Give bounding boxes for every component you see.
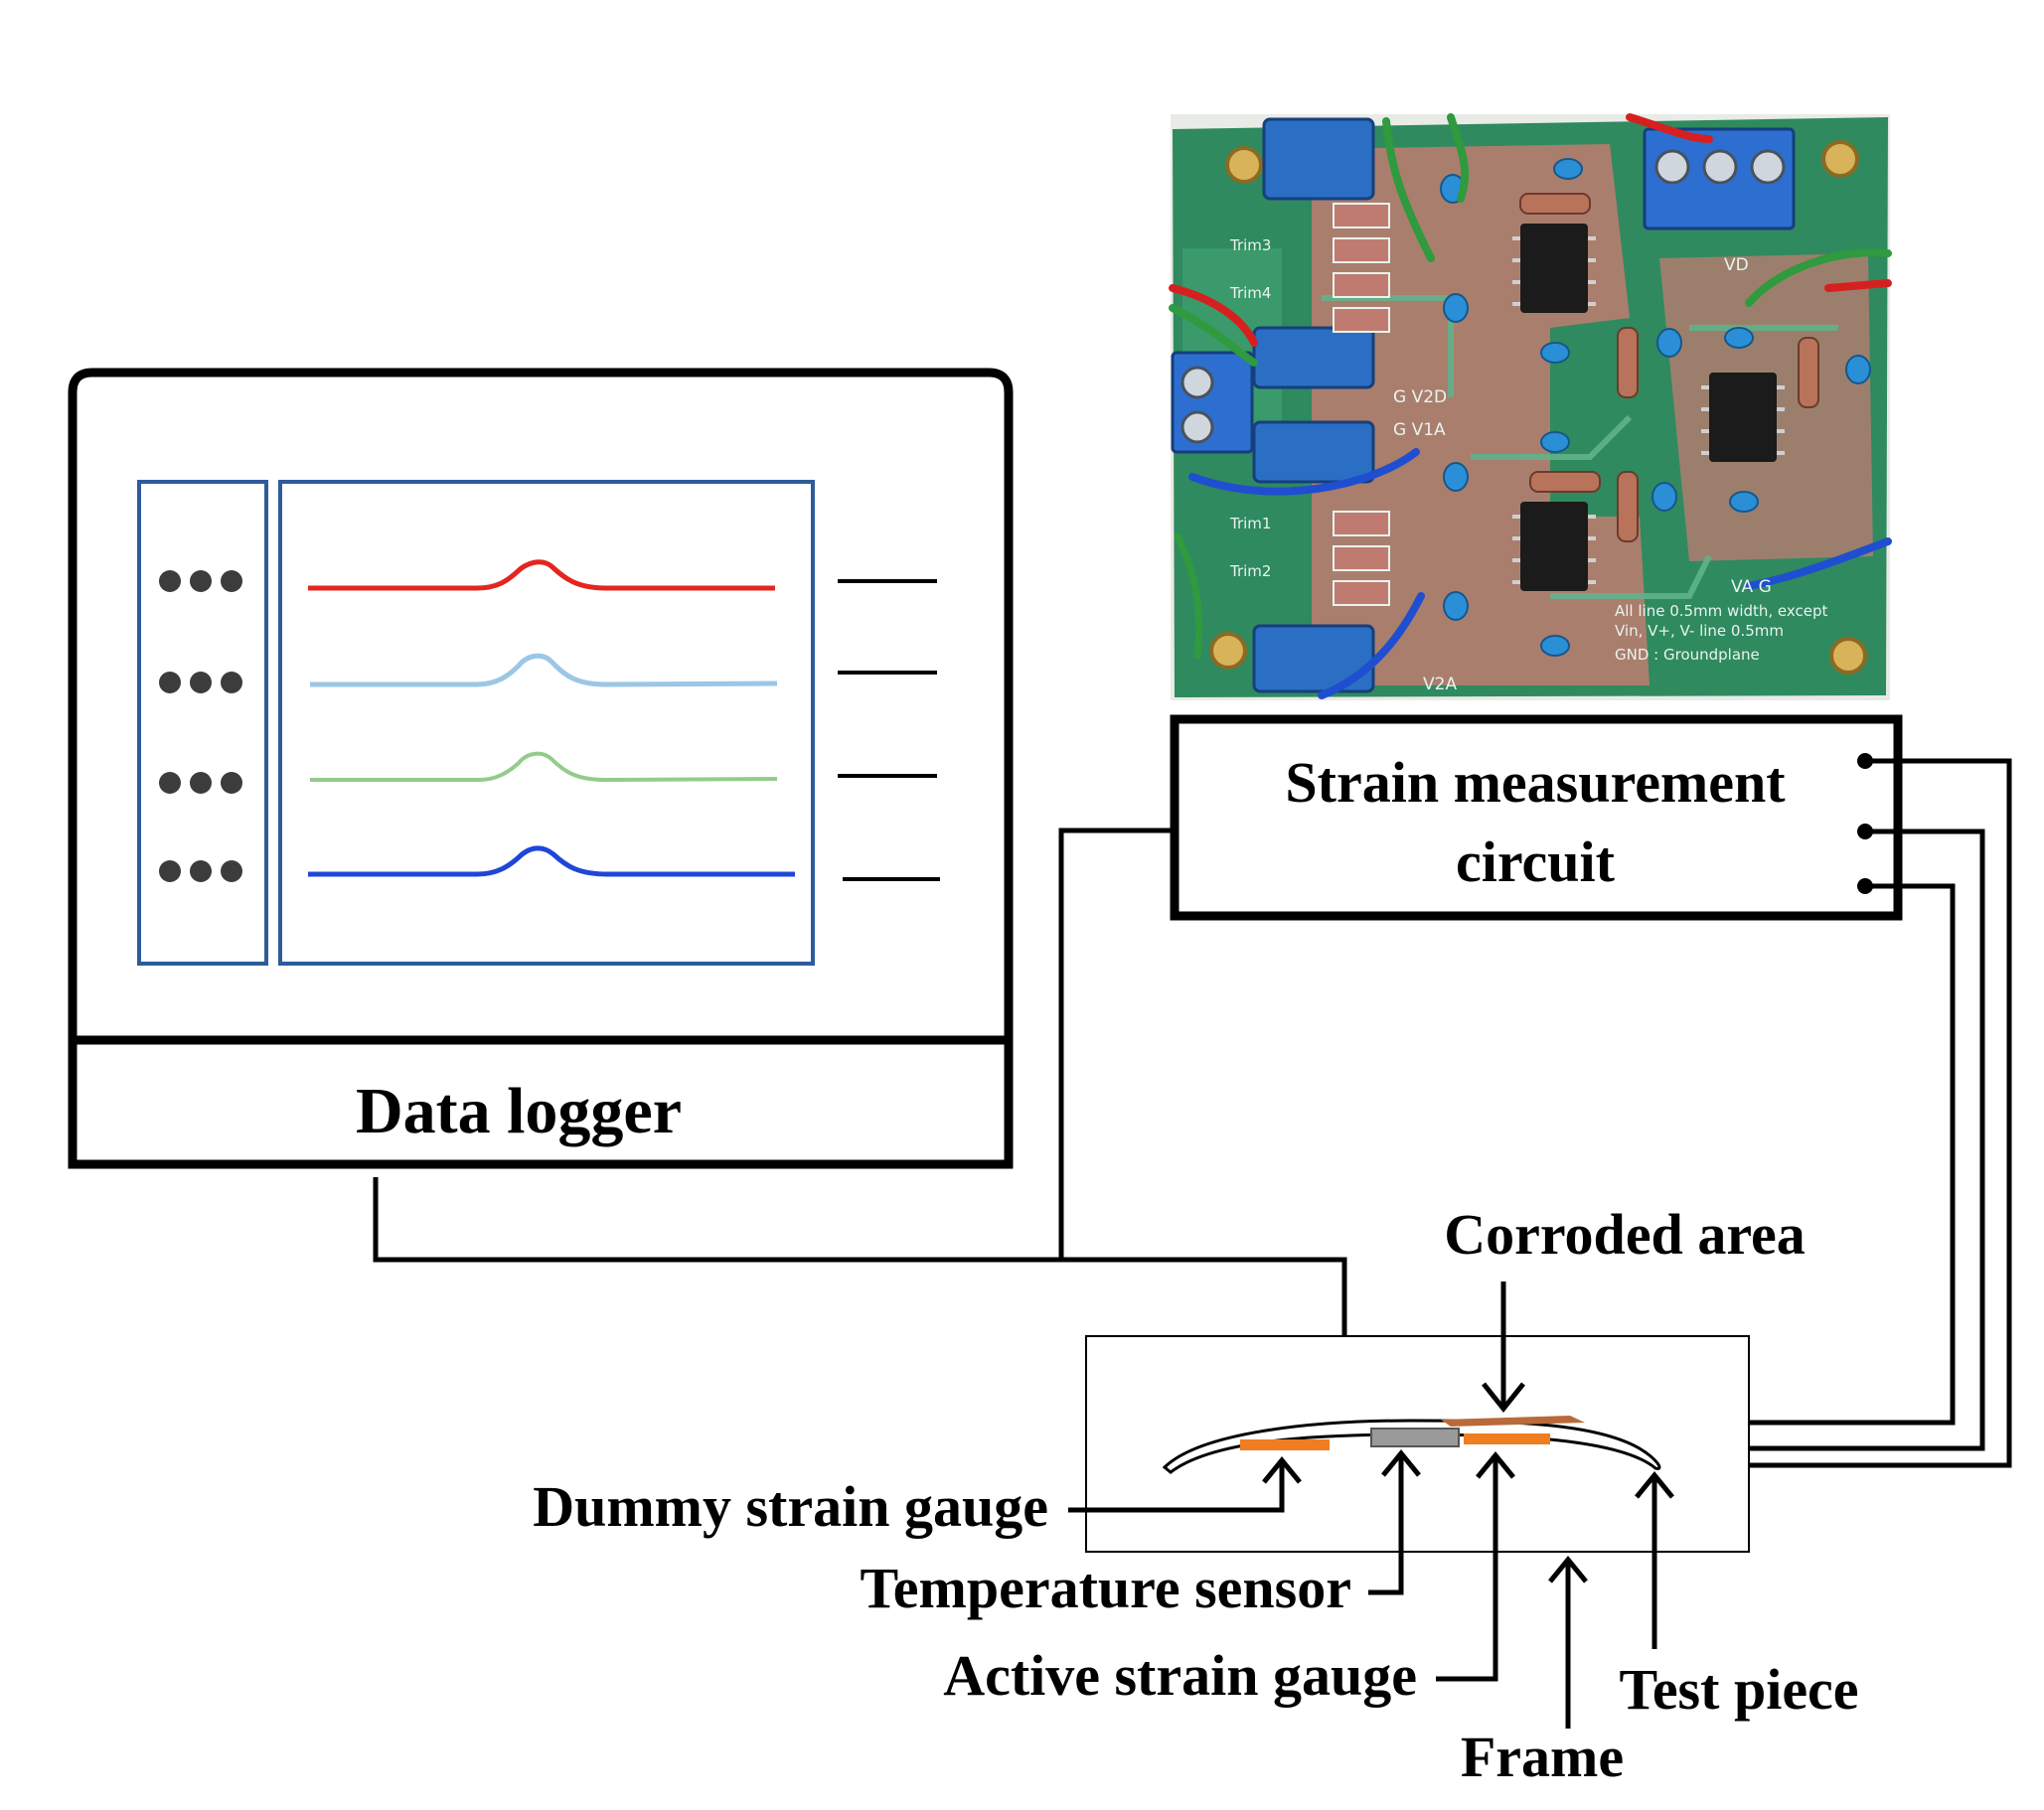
frame-arrow bbox=[1548, 1556, 1588, 1729]
dummy-gauge-label: Dummy strain gauge bbox=[533, 1474, 1048, 1539]
dummy-gauge-leader bbox=[1068, 1456, 1302, 1513]
test-piece-arrow bbox=[1635, 1471, 1674, 1649]
strain-measurement-circuit: Strain measurement circuit bbox=[1170, 714, 1903, 921]
temperature-sensor-label: Temperature sensor bbox=[860, 1556, 1351, 1620]
pcb-label-va: VA G bbox=[1731, 577, 1772, 597]
temperature-sensor bbox=[1370, 1428, 1460, 1447]
data-logger-label: Data logger bbox=[356, 1075, 682, 1147]
pcb-label-vd: VD bbox=[1724, 255, 1749, 275]
waveform-panel bbox=[278, 480, 815, 966]
pcb-label-trim1: Trim1 bbox=[1229, 515, 1271, 532]
waveform-trace-green bbox=[310, 751, 778, 783]
three-dot-icon bbox=[159, 860, 242, 882]
channel-list-panel bbox=[137, 480, 268, 966]
pcb-label-v2a: V2A bbox=[1423, 675, 1457, 694]
waveform-trace-light-blue bbox=[310, 653, 778, 687]
active-gauge-leader bbox=[1436, 1451, 1515, 1682]
active-strain-gauge bbox=[1464, 1433, 1550, 1444]
test-piece-label: Test piece bbox=[1619, 1657, 1858, 1722]
pcb-label-v2d: G V2D bbox=[1393, 387, 1447, 407]
pcb-label-trim4: Trim4 bbox=[1229, 284, 1271, 302]
waveform-trace-blue bbox=[308, 845, 795, 877]
active-gauge-label: Active strain gauge bbox=[943, 1643, 1417, 1708]
pcb-note-1: All line 0.5mm width, except bbox=[1615, 602, 1828, 620]
circuit-label-line2: circuit bbox=[1456, 830, 1616, 894]
circuit-box bbox=[1170, 714, 1903, 921]
pcb-label-trim3: Trim3 bbox=[1229, 236, 1271, 254]
pcb-label-v1a: G V1A bbox=[1393, 420, 1446, 440]
dummy-strain-gauge bbox=[1240, 1439, 1330, 1450]
data-logger: Data logger bbox=[68, 368, 1014, 1169]
pcb-note-2: Vin, V+, V- line 0.5mm bbox=[1615, 622, 1784, 640]
corroded-area bbox=[1441, 1416, 1585, 1427]
three-dot-icon bbox=[159, 672, 242, 693]
three-dot-icon bbox=[159, 772, 242, 794]
corroded-area-arrow bbox=[1482, 1282, 1525, 1414]
corroded-area-label: Corroded area bbox=[1444, 1202, 1806, 1267]
three-dot-icon bbox=[159, 570, 242, 592]
frame-label: Frame bbox=[1461, 1725, 1624, 1789]
temperature-sensor-leader bbox=[1368, 1449, 1421, 1595]
waveform-trace-red bbox=[308, 559, 775, 591]
circuit-label-line1: Strain measurement bbox=[1285, 750, 1786, 815]
test-rig: Corroded area Dummy strain gauge Tempera… bbox=[533, 1202, 1858, 1789]
pcb-label-trim2: Trim2 bbox=[1229, 562, 1271, 580]
circuit-board-photo: Trim3 Trim4 Trim1 Trim2 G V2D G V1A V2A … bbox=[1169, 113, 1892, 700]
pcb-note-3: GND : Groundplane bbox=[1615, 646, 1760, 664]
